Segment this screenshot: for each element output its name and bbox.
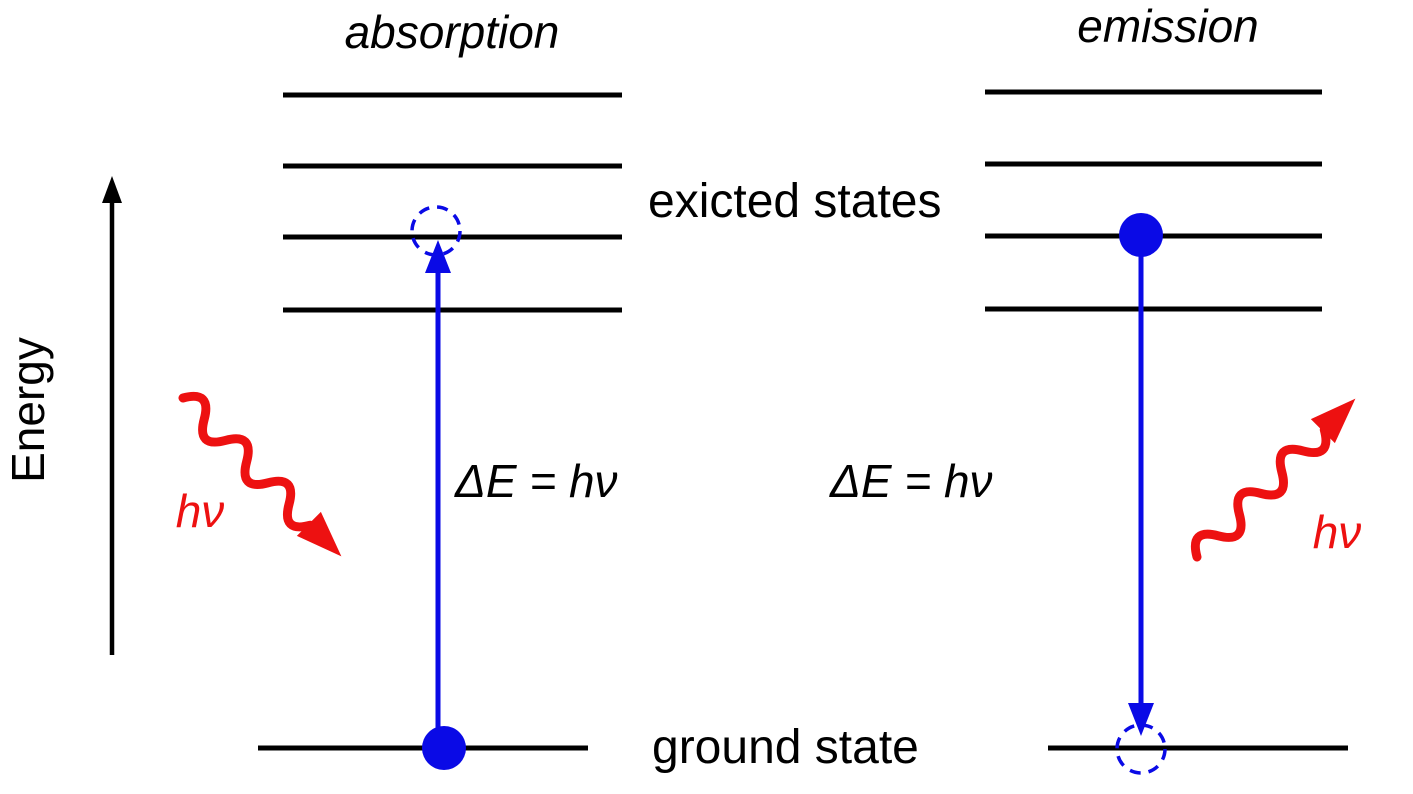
outgoing-photon-wave — [1190, 398, 1356, 562]
energy-axis: Energy — [2, 176, 122, 655]
absorption-panel: absorption hν ΔE = hν — [176, 6, 622, 770]
incoming-photon-wave — [178, 391, 342, 557]
photon-wave-left-arrowhead-icon — [296, 511, 342, 557]
excited-states-label: exicted states — [648, 175, 941, 228]
energy-axis-arrowhead-icon — [102, 176, 122, 203]
absorption-title: absorption — [345, 6, 560, 58]
state-annotations: exicted states ground state — [648, 175, 941, 774]
energy-axis-label: Energy — [2, 337, 54, 483]
dashed-target-state-left — [410, 205, 462, 257]
photon-wave-left — [178, 391, 315, 532]
photon-label-right: hν — [1313, 506, 1362, 558]
ground-state-label: ground state — [652, 721, 919, 774]
dashed-ground-state-right — [1115, 723, 1167, 775]
emission-title: emission — [1077, 0, 1259, 52]
photon-label-left: hν — [176, 485, 225, 537]
delta-e-label-left: ΔE = hν — [454, 455, 618, 507]
photon-wave-right-arrowhead-icon — [1310, 398, 1356, 444]
delta-e-label-right: ΔE = hν — [829, 455, 993, 507]
absorption-arrowhead-icon — [425, 240, 451, 273]
electron-excited-right — [1119, 213, 1163, 257]
electron-ground-left — [422, 726, 466, 770]
emission-arrowhead-icon — [1128, 703, 1154, 736]
photon-wave-right — [1190, 425, 1331, 562]
emission-panel: emission hν ΔE = hν — [829, 0, 1362, 775]
